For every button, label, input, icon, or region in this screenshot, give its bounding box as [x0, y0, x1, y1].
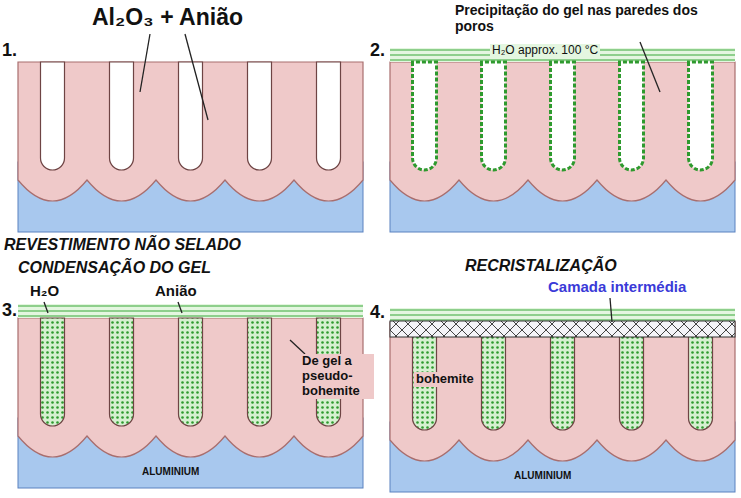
pore — [482, 322, 506, 430]
oxide-layer — [390, 322, 735, 461]
intermediate-layer — [390, 321, 735, 337]
pore — [41, 318, 65, 426]
pore-panel — [18, 62, 363, 232]
leader-line — [290, 340, 305, 354]
material-label: bohemite — [414, 372, 476, 387]
pore — [110, 62, 134, 170]
pore — [620, 322, 644, 430]
pore — [551, 322, 575, 430]
leader-line — [640, 42, 660, 92]
component-label: Al₂O₃ + Anião — [92, 4, 243, 30]
water-layer — [390, 308, 735, 322]
pore — [413, 62, 437, 170]
water-layer — [18, 304, 363, 318]
material-label: ALUMINIUM — [512, 470, 573, 482]
water-line — [390, 309, 735, 310]
leader-line — [185, 34, 208, 120]
pore — [689, 322, 713, 430]
stage-caption: REVESTIMENTO NÃO SELADO — [4, 236, 241, 254]
oxide-layer — [390, 62, 735, 201]
water-line — [18, 310, 363, 311]
step-number: 3. — [2, 300, 17, 321]
pore — [620, 62, 644, 170]
water-line — [390, 319, 735, 320]
pore — [248, 318, 272, 426]
pore-panel — [390, 308, 735, 492]
leader-line — [610, 298, 612, 322]
pore — [110, 318, 134, 426]
pore-panel — [390, 48, 735, 232]
leader-line — [178, 302, 182, 313]
leader-line — [140, 34, 150, 92]
pore — [41, 62, 65, 170]
condition-label: H₂O approx. 100 °C — [490, 44, 600, 58]
leader-line — [44, 302, 48, 313]
pore — [179, 62, 203, 170]
pore — [317, 62, 341, 170]
step-number: 4. — [370, 302, 385, 323]
pore — [482, 62, 506, 170]
component-label: Camada intermédia — [548, 278, 686, 295]
material-label: ALUMINIUM — [140, 466, 201, 478]
step-number: 2. — [370, 40, 385, 61]
step-number: 1. — [2, 40, 17, 61]
pore — [689, 62, 713, 170]
component-label: Anião — [155, 282, 197, 299]
component-label: H₂O — [30, 282, 59, 299]
stage-caption: CONDENSAÇÃO DO GEL — [18, 259, 211, 277]
water-line — [390, 59, 735, 60]
callout-label: Precipitação do gel nas paredes dos poro… — [455, 2, 710, 34]
stage-caption: RECRISTALIZAÇÃO — [465, 257, 617, 275]
pore — [179, 318, 203, 426]
callout-label: De gel a pseudo-bohemite — [300, 354, 374, 399]
pore — [551, 62, 575, 170]
water-line — [390, 314, 735, 315]
pore — [248, 62, 272, 170]
water-line — [18, 305, 363, 306]
oxide-layer — [18, 62, 363, 201]
water-line — [18, 315, 363, 316]
